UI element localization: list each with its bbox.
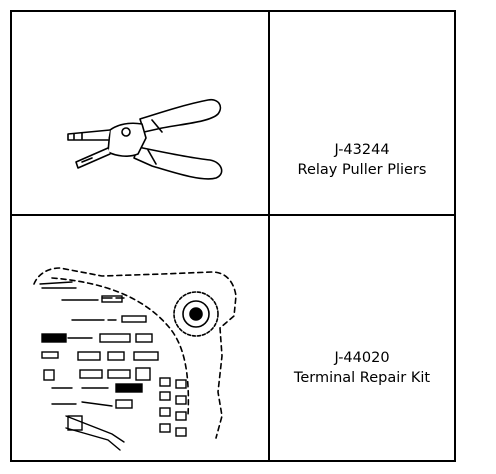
tool-label: J-43244 Relay Puller Pliers <box>270 140 454 180</box>
tool-description-cell: J-44020 Terminal Repair Kit <box>270 216 454 460</box>
repair-kit-icon <box>33 267 237 451</box>
tool-label: J-44020 Terminal Repair Kit <box>270 348 454 388</box>
table-divider-horizontal <box>12 214 454 216</box>
tool-table: J-43244 Relay Puller Pliers <box>10 10 456 462</box>
tool-name: Relay Puller Pliers <box>297 162 427 178</box>
part-number: J-43244 <box>334 142 390 158</box>
table-divider-vertical <box>268 12 270 460</box>
pliers-icon <box>67 98 223 180</box>
tool-image-cell <box>12 216 268 460</box>
part-number: J-44020 <box>334 350 390 366</box>
tool-description-cell: J-43244 Relay Puller Pliers <box>270 12 454 214</box>
tool-image-cell <box>12 12 268 214</box>
tool-name: Terminal Repair Kit <box>293 370 431 386</box>
